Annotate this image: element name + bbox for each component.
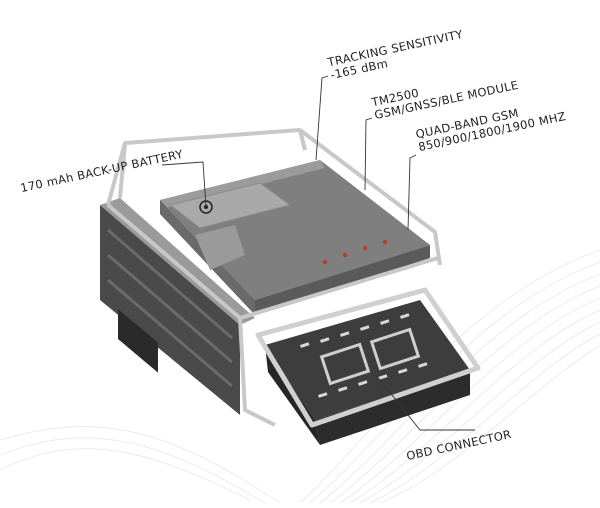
leader-lines: [161, 75, 475, 431]
transparent-housing: [106, 128, 442, 427]
obd-connector: [255, 287, 481, 445]
battery: [168, 182, 292, 270]
